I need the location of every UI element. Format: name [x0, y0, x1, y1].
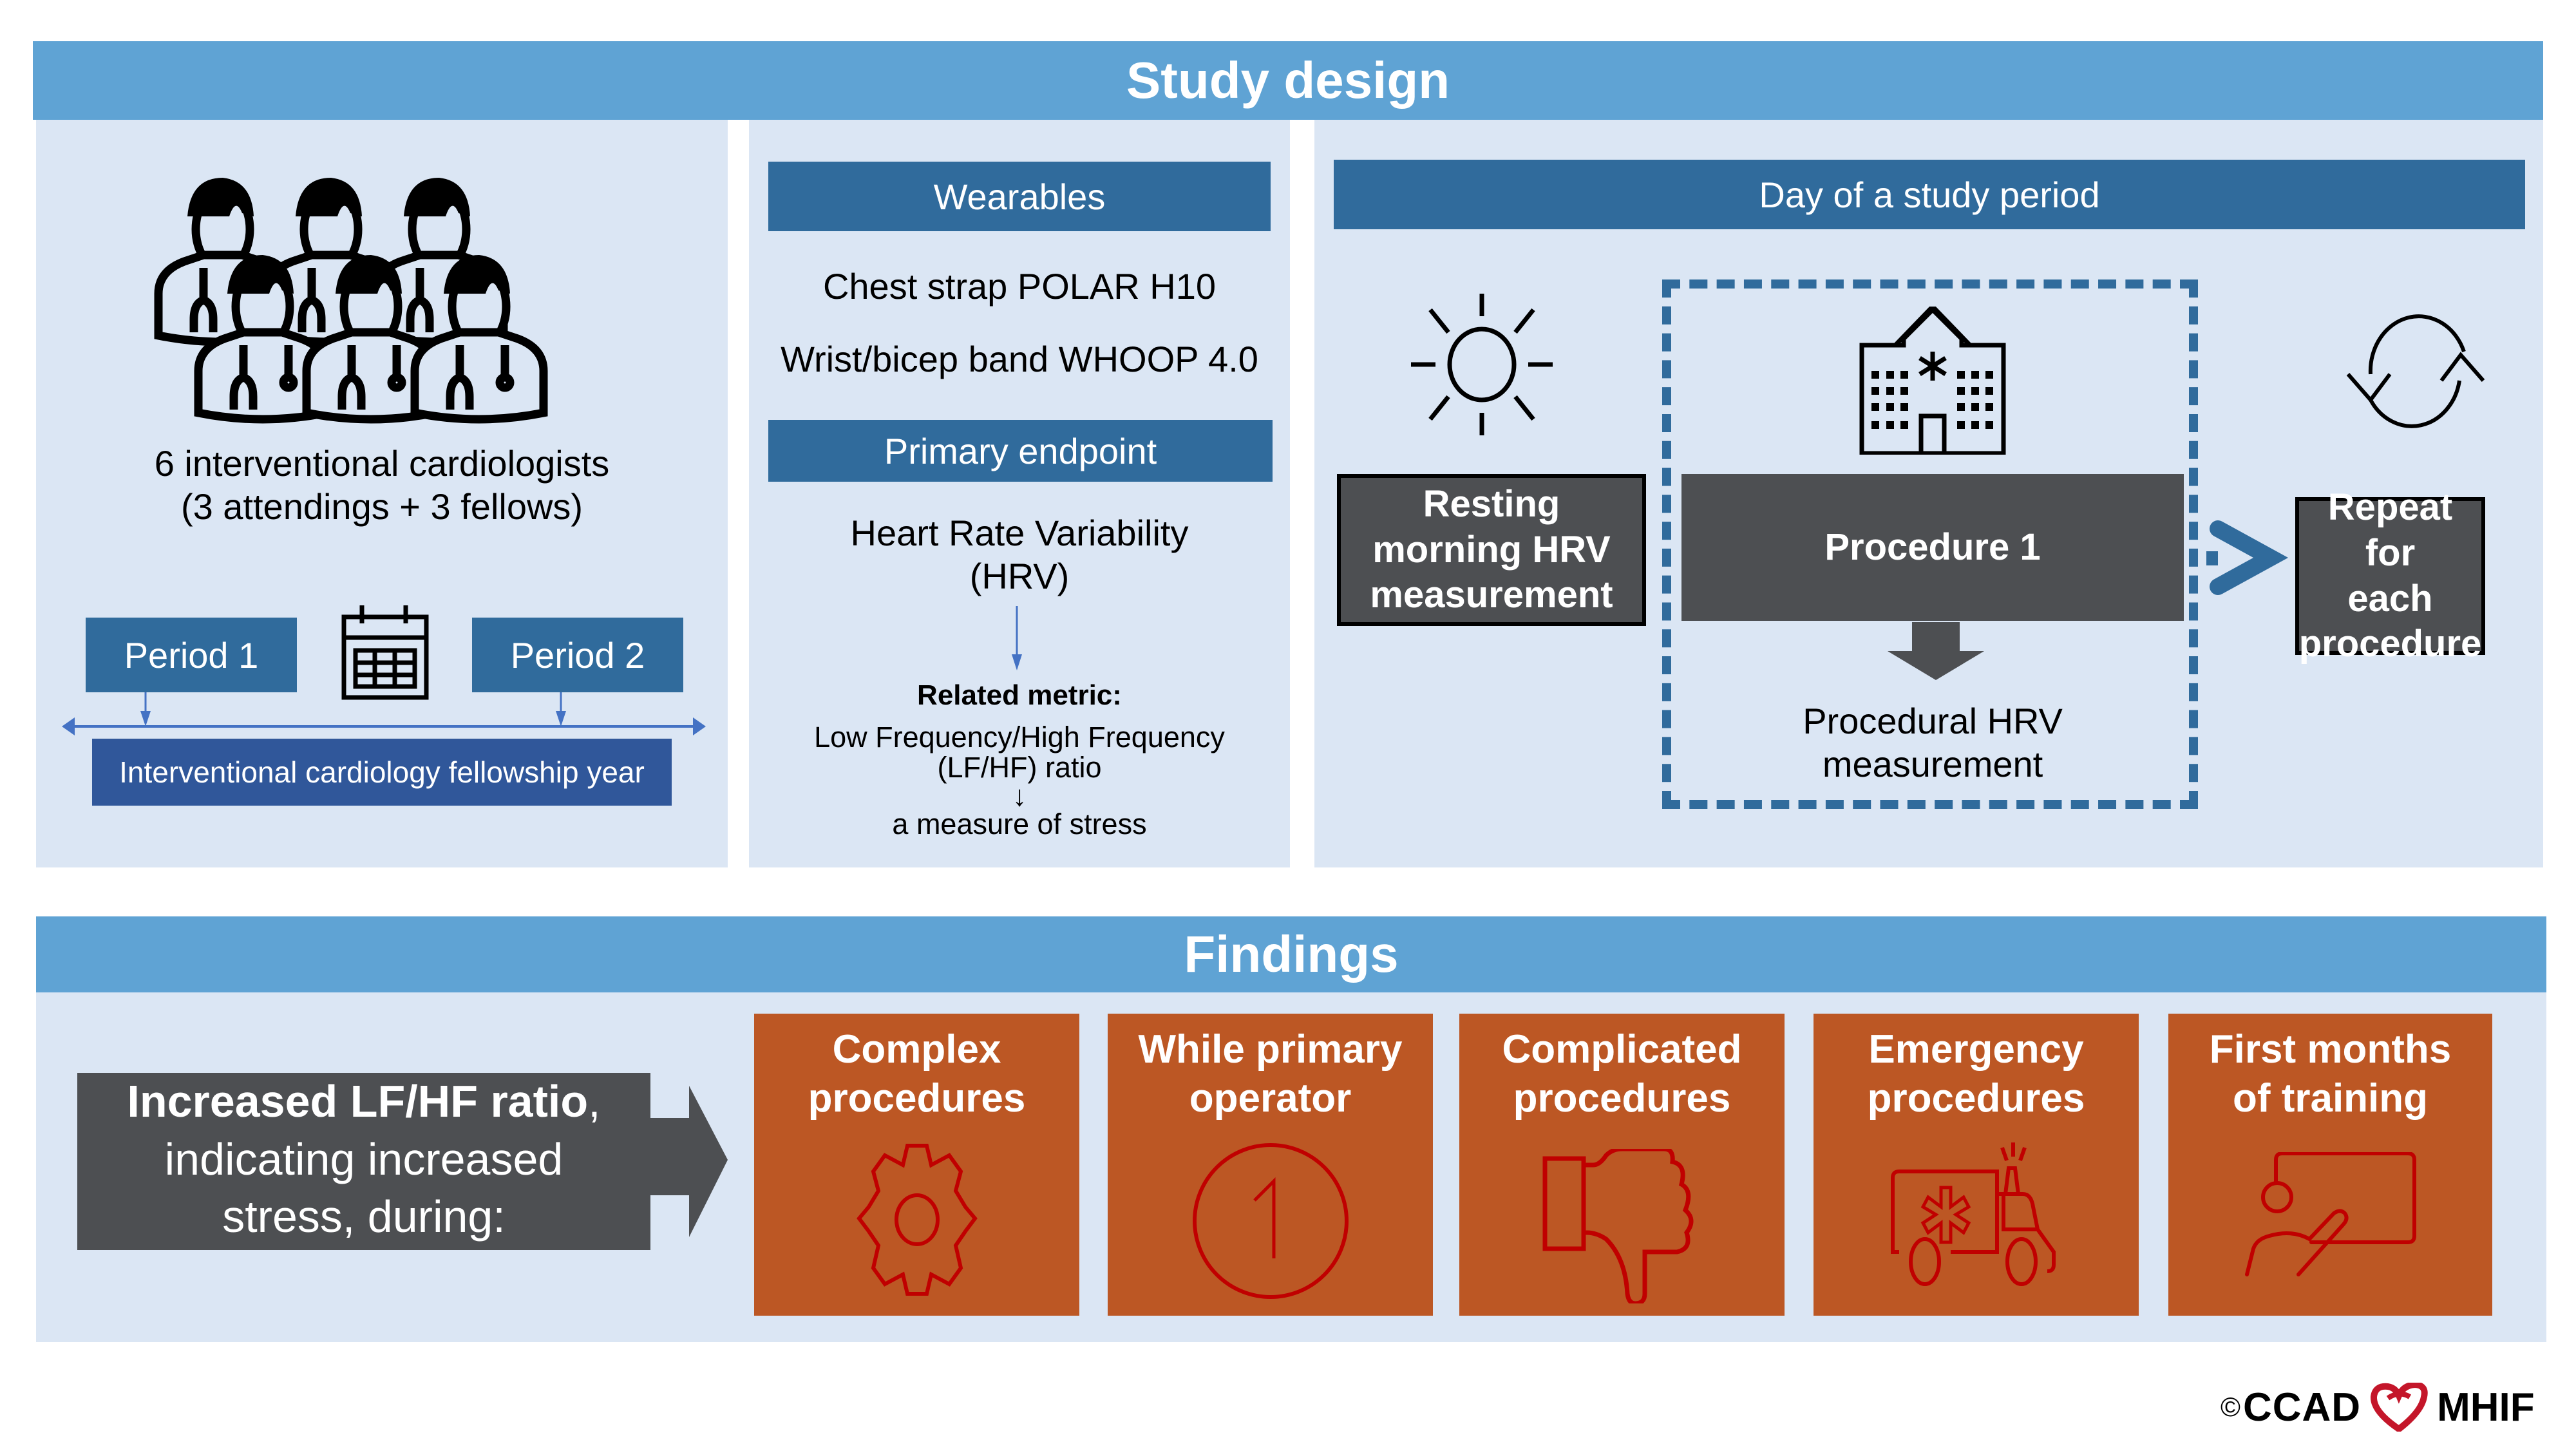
number-one-circle-icon [1192, 1143, 1349, 1299]
procedure-dotted-frame [1662, 279, 2198, 809]
teacher-whiteboard-icon [2244, 1152, 2416, 1276]
heart-logo-icon [2371, 1383, 2428, 1432]
finding-line2: operator [1189, 1075, 1352, 1121]
wearables-header-label: Wearables [933, 176, 1106, 217]
participants-line1: 6 interventional cardiologists [154, 443, 610, 484]
footer-logo: © CCAD MHIF [2221, 1381, 2535, 1433]
procedure-1-box: Procedure 1 [1681, 474, 2184, 621]
thumbs-down-icon [1542, 1149, 1693, 1303]
period-1-box: Period 1 [86, 618, 297, 692]
procedural-line1: Procedural HRV [1803, 701, 2063, 741]
finding-line2: of training [2232, 1075, 2429, 1121]
findings-lead-bold: Increased LF/HF ratio [127, 1076, 589, 1126]
wearable-item-whoop: Wrist/bicep band WHOOP 4.0 [781, 339, 1258, 379]
period-1-label: Period 1 [124, 634, 259, 676]
study-design-title: Study design [1126, 52, 1450, 109]
primary-endpoint-label: Primary endpoint [884, 430, 1157, 471]
timeline-arrow [62, 692, 706, 735]
endpoint-description: Heart Rate Variability (HRV) [749, 511, 1290, 598]
findings-lead-line3: stress, during: [222, 1191, 506, 1242]
down-arrow-icon: ↓ [1012, 779, 1027, 812]
procedural-hrv-text: Procedural HRV measurement [1681, 699, 2184, 786]
doctor-group-icon [154, 178, 548, 424]
endpoint-line1: Heart Rate Variability [850, 513, 1189, 553]
finding-line2: procedures [808, 1075, 1026, 1121]
resting-line3: measurement [1370, 574, 1613, 616]
findings-header: Findings [36, 916, 2546, 992]
hospital-icon [1859, 307, 2006, 455]
day-header: Day of a study period [1334, 160, 2525, 229]
related-line2: (LF/HF) ratio [937, 751, 1102, 784]
copyright-symbol: © [2221, 1392, 2240, 1422]
mhif-brand: MHIF [2437, 1385, 2535, 1430]
findings-title: Findings [1184, 925, 1399, 983]
gear-icon [856, 1144, 978, 1296]
chevron-right-arrow [2206, 520, 2289, 595]
finding-line1: Emergency [1868, 1027, 2084, 1072]
finding-line1: Complicated [1502, 1027, 1742, 1072]
participants-panel: 6 interventional cardiologists (3 attend… [36, 120, 728, 867]
refresh-cycle-icon [2346, 314, 2485, 428]
procedure-down-arrow [1888, 622, 1984, 680]
ccad-brand: CCAD [2242, 1385, 2362, 1430]
repeat-line1: Repeat for [2327, 486, 2453, 574]
fellowship-year-box: Interventional cardiology fellowship yea… [92, 739, 672, 806]
participants-line2: (3 attendings + 3 fellows) [180, 486, 583, 527]
procedure-1-label: Procedure 1 [1824, 526, 2041, 568]
endpoint-line2: (HRV) [969, 556, 1070, 597]
wearable-item-polar: Chest strap POLAR H10 [822, 266, 1217, 307]
day-panel: Day of a study period [1314, 120, 2543, 867]
repeat-procedure-box: Repeat for each procedure [2295, 486, 2485, 665]
findings-panel: Increased LF/HF ratio, indicating increa… [36, 992, 2546, 1342]
finding-line1: While primary [1138, 1027, 1403, 1072]
finding-line2: procedures [1513, 1075, 1731, 1121]
ambulance-icon [1890, 1142, 2056, 1286]
wearables-header: Wearables [768, 162, 1271, 231]
related-metric-description: Low Frequency/High Frequency (LF/HF) rat… [749, 721, 1290, 840]
related-metric-label: Related metric: [917, 679, 1122, 711]
participants-description: 6 interventional cardiologists (3 attend… [36, 442, 728, 528]
sun-icon [1411, 294, 1553, 435]
findings-lead-text: Increased LF/HF ratio, indicating increa… [77, 1073, 650, 1266]
findings-lead-comma: , [588, 1076, 601, 1126]
resting-line2: morning HRV [1372, 528, 1611, 571]
endpoint-arrow [1012, 606, 1022, 670]
findings-lead-line2: indicating increased [164, 1133, 564, 1184]
repeat-line2: each [2347, 577, 2433, 620]
repeat-line3: procedure [2298, 623, 2482, 665]
period-2-label: Period 2 [510, 634, 645, 676]
resting-hrv-box: Resting morning HRV measurement [1337, 474, 1646, 626]
calendar-icon [341, 605, 429, 700]
related-line1: Low Frequency/High Frequency [814, 721, 1225, 753]
related-meaning: a measure of stress [892, 808, 1147, 840]
finding-line2: procedures [1867, 1075, 2085, 1121]
finding-line1: First months [2209, 1027, 2452, 1072]
fellowship-year-label: Interventional cardiology fellowship yea… [119, 755, 645, 789]
procedural-line2: measurement [1822, 744, 2043, 785]
primary-endpoint-header: Primary endpoint [768, 420, 1273, 482]
findings-lead-arrow [77, 1073, 728, 1250]
period-2-box: Period 2 [472, 618, 683, 692]
wearables-panel: Wearables Chest strap POLAR H10 Wrist/bi… [749, 120, 1290, 867]
study-design-header: Study design [33, 41, 2543, 120]
resting-line1: Resting [1423, 482, 1560, 525]
day-header-label: Day of a study period [1759, 174, 2100, 215]
finding-line1: Complex [832, 1027, 1001, 1072]
